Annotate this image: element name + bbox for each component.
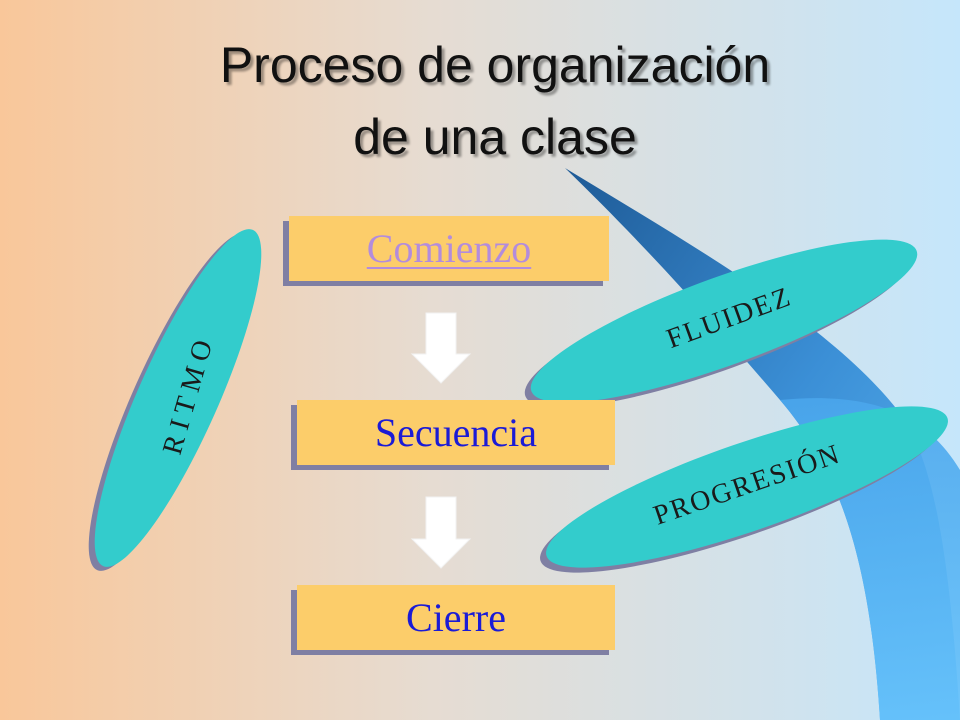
decorative-swoosh-lower xyxy=(780,398,960,720)
down-arrow-2 xyxy=(410,496,472,569)
cierre-box: Cierre xyxy=(291,585,615,655)
comienzo-link[interactable]: Comienzo xyxy=(289,216,609,281)
ritmo-ellipse xyxy=(88,229,262,571)
slide-title-line-2: de una clase xyxy=(353,109,637,165)
secuencia-label: Secuencia xyxy=(297,400,615,465)
comienzo-box[interactable]: Comienzo xyxy=(283,216,609,286)
down-arrow-1 xyxy=(410,312,472,384)
slide-title-line-1: Proceso de organización xyxy=(219,37,771,93)
secuencia-box: Secuencia xyxy=(291,400,615,470)
cierre-label: Cierre xyxy=(297,585,615,650)
progresion-ellipse xyxy=(540,406,948,573)
fluidez-ellipse xyxy=(524,239,918,408)
